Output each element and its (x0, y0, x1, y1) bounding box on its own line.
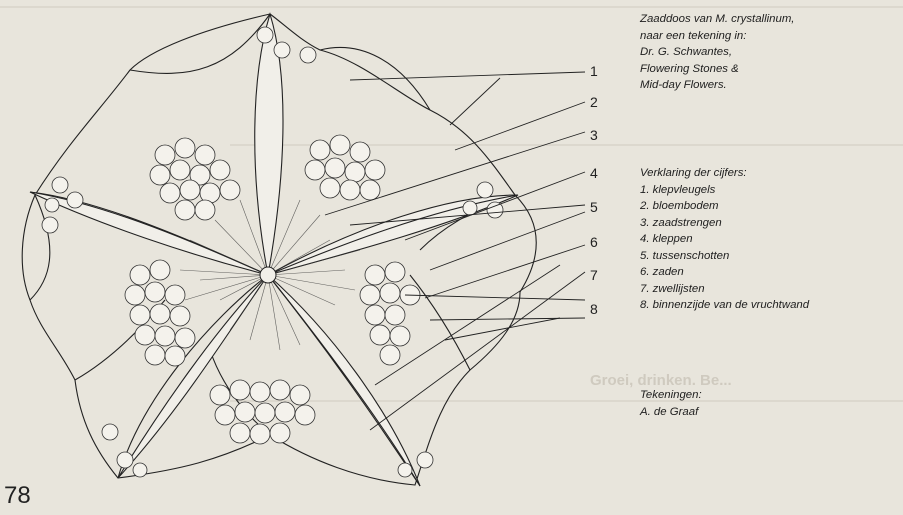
seed-cluster-right (360, 262, 420, 365)
legend-item: 5. tussenschotten (640, 248, 900, 265)
callout-5: 5 (590, 199, 598, 215)
legend-item: 1. klepvleugels (640, 182, 900, 199)
callout-2: 2 (590, 94, 598, 110)
callout-8: 8 (590, 301, 598, 317)
legend-item: 7. zwellijsten (640, 281, 900, 298)
caption-line: Dr. G. Schwantes, (640, 44, 900, 61)
credits-title: Tekeningen: (640, 387, 900, 404)
legend-item: 6. zaden (640, 264, 900, 281)
valve-left (30, 192, 268, 275)
callout-6: 6 (590, 234, 598, 250)
callout-3: 3 (590, 127, 598, 143)
credits-name: A. de Graaf (640, 404, 900, 421)
callout-4: 4 (590, 165, 598, 181)
caption-line: naar een tekening in: (640, 28, 900, 45)
credits: Tekeningen: A. de Graaf (640, 387, 900, 420)
callout-1: 1 (590, 63, 598, 79)
legend-title: Verklaring der cijfers: (640, 165, 900, 182)
seed-cluster-top-right (305, 135, 385, 200)
source-caption: Zaaddoos van M. crystallinum, naar een t… (640, 11, 900, 94)
legend-item: 3. zaadstrengen (640, 215, 900, 232)
legend: Verklaring der cijfers: 1. klepvleugels … (640, 165, 900, 314)
legend-item: 2. bloembodem (640, 198, 900, 215)
seed-capsule-drawing: 1 2 3 4 5 6 7 8 (0, 0, 640, 515)
legend-item: 4. kleppen (640, 231, 900, 248)
caption-line: Zaaddoos van M. crystallinum, (640, 11, 900, 28)
caption-line: Mid-day Flowers. (640, 77, 900, 94)
seed-cluster-top-left (150, 138, 240, 220)
seed-cluster-left (125, 260, 195, 366)
callout-7: 7 (590, 267, 598, 283)
capsule-center (260, 267, 276, 283)
page-number: 78 (4, 482, 31, 510)
seed-cluster-bottom (210, 380, 315, 444)
caption-line: Flowering Stones & (640, 61, 900, 78)
legend-item: 8. binnenzijde van de vruchtwand (640, 297, 900, 314)
